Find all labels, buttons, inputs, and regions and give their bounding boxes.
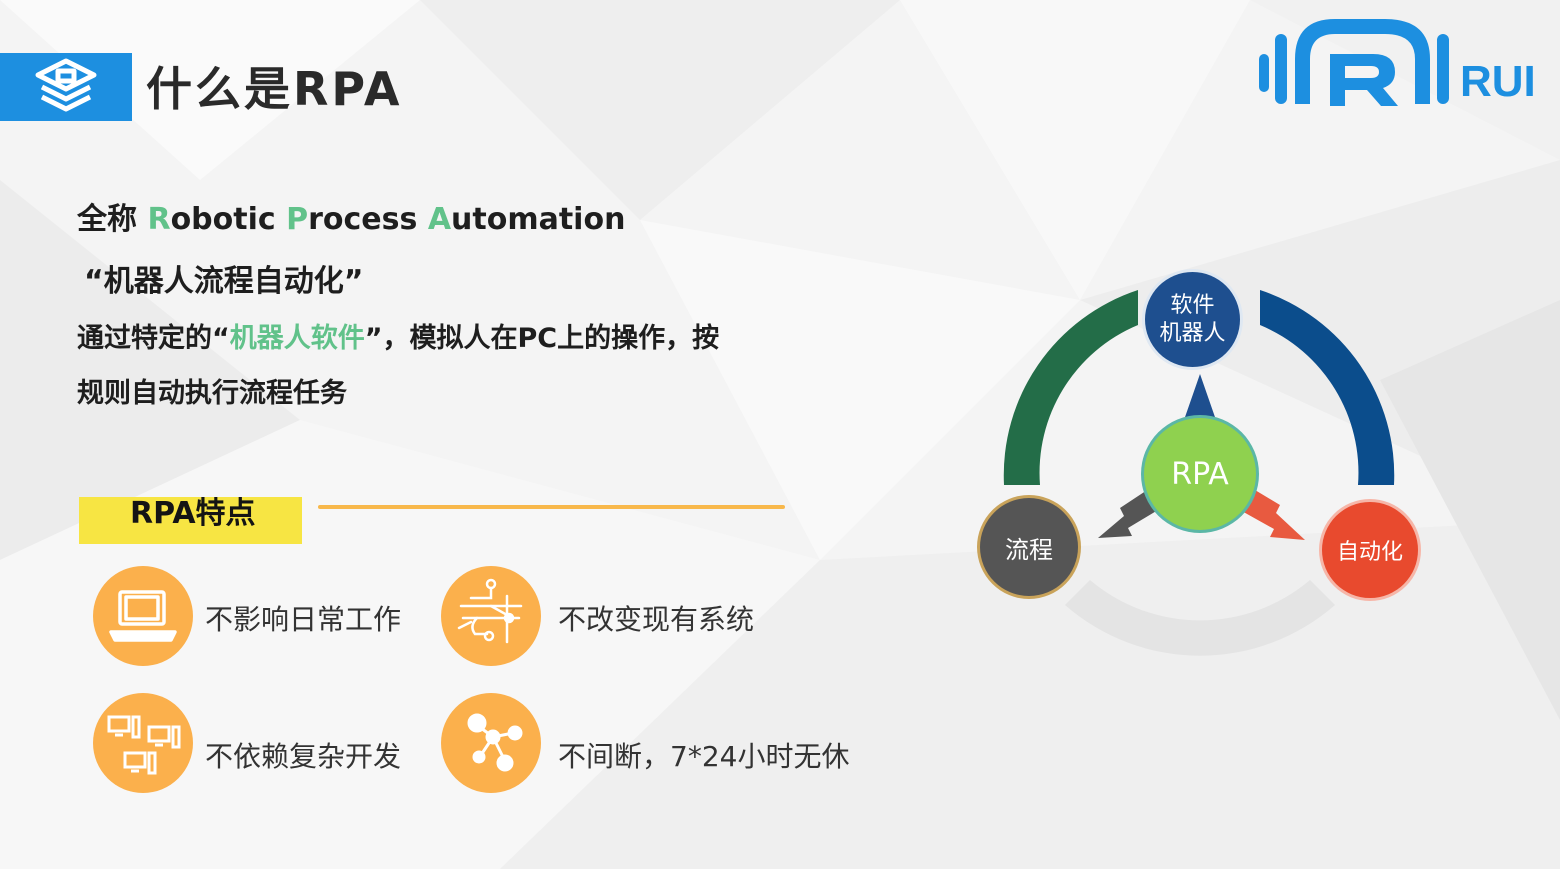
- feature-item-1-icon-bg: [93, 566, 193, 666]
- word-rest-r: obotic: [170, 202, 287, 237]
- initial-p: P: [286, 202, 309, 237]
- node-automation: 自动化: [1322, 502, 1418, 598]
- arc-bottom: [1065, 580, 1335, 656]
- initial-r: R: [147, 202, 171, 237]
- brand-text: RUI: [1460, 57, 1535, 106]
- description-line-1: 通过特定的“机器人软件”，模拟人在PC上的操作，按: [77, 316, 719, 355]
- description-after: ”，模拟人在PC上的操作，按: [364, 323, 720, 354]
- arc-right: [1260, 290, 1395, 485]
- node-top-line2: 机器人: [1159, 320, 1226, 346]
- node-rpa-center: RPA: [1144, 418, 1256, 530]
- full-name-line: 全称 Robotic Process Automation: [77, 194, 625, 238]
- section-highlight-box: [79, 497, 302, 544]
- chinese-name: “机器人流程自动化”: [84, 264, 364, 299]
- feature-item-2-icon-bg: [441, 566, 541, 666]
- shield-stack-icon: [35, 58, 97, 112]
- computers-icon: [107, 715, 181, 775]
- feature-item-3-text: 不依赖复杂开发: [205, 740, 402, 773]
- node-left-label: 流程: [1005, 535, 1053, 564]
- node-software-robot: 软件机器人: [1145, 272, 1240, 367]
- description-before: 通过特定的“: [77, 323, 230, 354]
- feature-item-2-text: 不改变现有系统: [558, 603, 755, 636]
- word-rest-a: utomation: [451, 202, 626, 237]
- node-center-label: RPA: [1171, 456, 1229, 492]
- feature-item-3-icon-bg: [93, 693, 193, 793]
- rui-logo: RUI: [1259, 19, 1535, 106]
- section-title: RPA特点: [130, 496, 256, 531]
- rpa-cycle-diagram: 软件机器人 RPA 流程 自动化: [960, 250, 1460, 680]
- full-name-prefix: 全称: [77, 202, 148, 237]
- node-process: 流程: [980, 498, 1078, 596]
- title-accent-bar: [0, 53, 132, 121]
- node-right-label: 自动化: [1336, 540, 1403, 565]
- node-top-line1: 软件: [1170, 292, 1215, 318]
- feature-item-4-icon-bg: [441, 693, 541, 793]
- feature-item-1-text: 不影响日常工作: [205, 603, 402, 636]
- initial-a: A: [427, 202, 452, 237]
- laptop-icon: [109, 590, 177, 642]
- molecule-icon: [467, 713, 523, 772]
- section-divider: [318, 505, 785, 509]
- page-title: 什么是RPA: [146, 62, 403, 116]
- description-highlight: 机器人软件: [229, 323, 365, 354]
- feature-item-4-text: 不间断，7*24小时无休: [558, 740, 850, 773]
- arc-left: [1003, 290, 1138, 485]
- circuit-icon: [457, 578, 523, 644]
- description-line-2: 规则自动执行流程任务: [77, 378, 347, 409]
- word-rest-p: rocess: [308, 202, 428, 237]
